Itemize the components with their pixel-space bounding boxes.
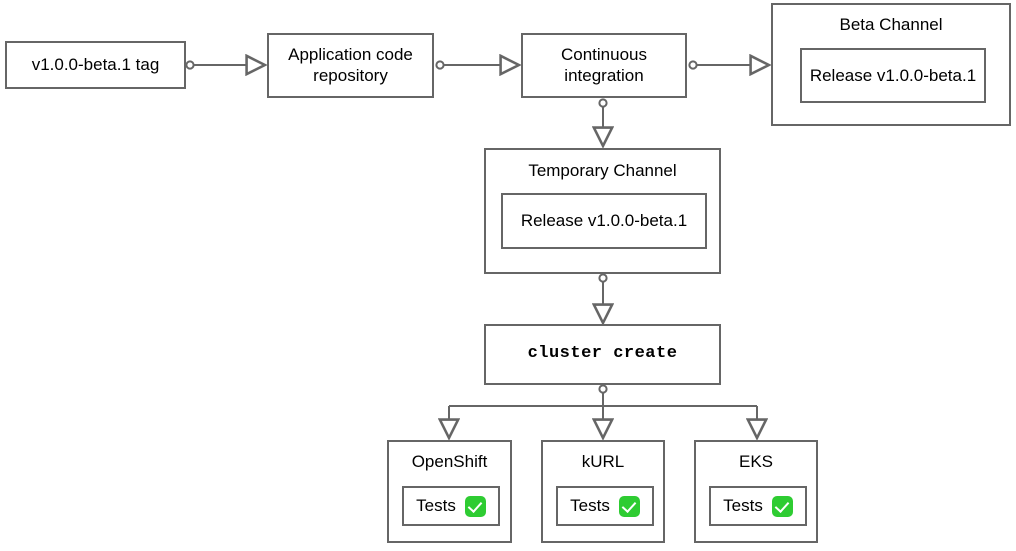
- edge-tag-to-repository: [185, 61, 264, 68]
- platform-eks-title: EKS: [738, 452, 774, 471]
- node-tag-label: v1.0.0-beta.1 tag: [31, 54, 160, 74]
- edge-ci-to-beta-channel: [688, 61, 768, 68]
- node-continuous-integration[interactable]: Continuous integration: [521, 33, 687, 98]
- platform-eks-tests-box[interactable]: Tests: [709, 486, 807, 526]
- node-cluster-create[interactable]: cluster create: [484, 324, 721, 385]
- group-beta-channel[interactable]: Beta Channel Release v1.0.0-beta.1: [771, 3, 1011, 126]
- group-temporary-channel-title: Temporary Channel: [528, 161, 677, 180]
- node-tag[interactable]: v1.0.0-beta.1 tag: [5, 41, 186, 89]
- platform-openshift-tests-box[interactable]: Tests: [402, 486, 500, 526]
- white-check-mark-icon: [618, 495, 640, 517]
- group-platform-kurl[interactable]: kURL Tests: [541, 440, 665, 543]
- edge-temporary-channel-to-cluster-create: [599, 273, 606, 322]
- beta-channel-release-box[interactable]: Release v1.0.0-beta.1: [800, 48, 986, 103]
- group-beta-channel-title: Beta Channel: [839, 15, 943, 34]
- temporary-channel-release-label: Release v1.0.0-beta.1: [520, 211, 688, 230]
- white-check-mark-icon: [464, 495, 486, 517]
- beta-channel-release-label: Release v1.0.0-beta.1: [809, 65, 977, 85]
- node-repository[interactable]: Application code repository: [267, 33, 434, 98]
- platform-openshift-title: OpenShift: [411, 452, 488, 471]
- group-platform-eks[interactable]: EKS Tests: [694, 440, 818, 543]
- group-platform-openshift[interactable]: OpenShift Tests: [387, 440, 512, 543]
- platform-eks-tests-label: Tests: [723, 496, 763, 515]
- platform-kurl-tests-box[interactable]: Tests: [556, 486, 654, 526]
- node-cluster-create-label: cluster create: [527, 344, 678, 364]
- platform-kurl-tests-label: Tests: [570, 496, 610, 515]
- node-repository-label: Application code repository: [288, 44, 413, 85]
- node-continuous-integration-label: Continuous integration: [560, 44, 647, 85]
- group-temporary-channel[interactable]: Temporary Channel Release v1.0.0-beta.1: [484, 148, 721, 274]
- edge-repository-to-ci: [435, 61, 518, 68]
- platform-openshift-tests-label: Tests: [416, 496, 456, 515]
- white-check-mark-icon: [771, 495, 793, 517]
- platform-kurl-title: kURL: [581, 452, 625, 471]
- temporary-channel-release-box[interactable]: Release v1.0.0-beta.1: [501, 193, 707, 249]
- edge-cluster-create-to-platforms: [449, 384, 757, 437]
- edge-ci-to-temporary-channel: [599, 98, 606, 145]
